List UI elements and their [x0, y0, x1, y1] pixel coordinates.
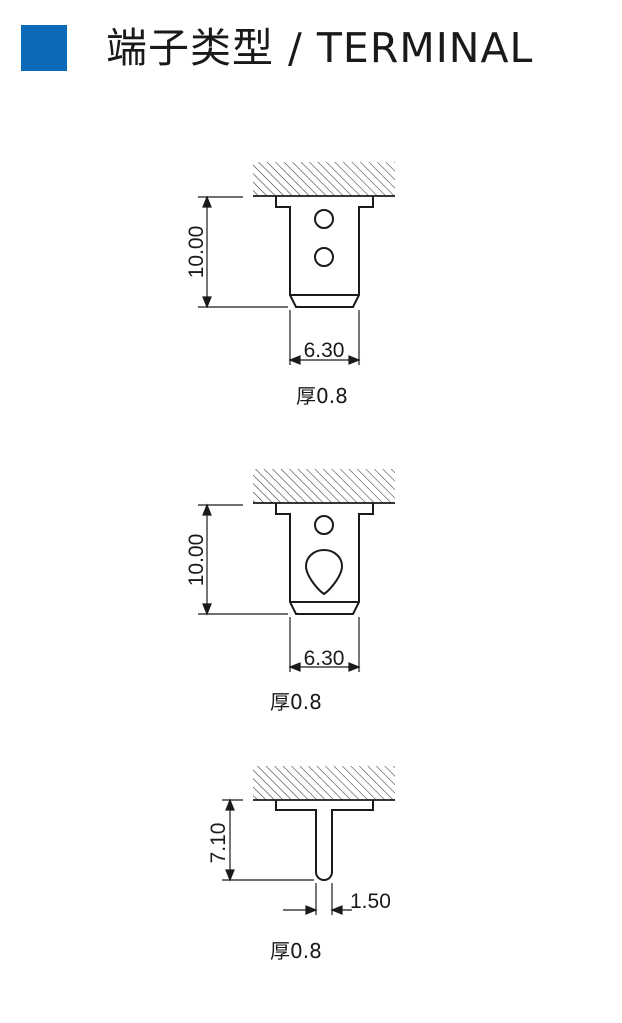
terminal-3-width-dimension: 1.50 [350, 890, 391, 913]
terminal-2-width-dimension: 6.30 [304, 647, 345, 670]
mounting-surface-hatch [253, 766, 395, 801]
terminal-1-drawing: 10.00 6.30 [185, 162, 395, 365]
terminal-1-width-dimension: 6.30 [304, 339, 345, 362]
terminal-2-body [275, 503, 374, 615]
terminal-3-thickness-label: 厚0.8 [270, 939, 322, 963]
terminal-3-body [275, 800, 374, 881]
terminal-diagram-2: 10.00 6.30 厚0.8 [0, 460, 622, 720]
terminal-2-hole-upper [314, 515, 334, 535]
terminal-2-dimension-lines [198, 503, 361, 672]
terminal-1-body [275, 196, 374, 308]
terminal-1-hole-lower [314, 247, 334, 267]
terminal-1-thickness-label: 厚0.8 [296, 384, 348, 408]
header-accent-square [21, 25, 67, 71]
terminal-3-dimension-lines [222, 798, 352, 915]
terminal-2-height-dimension: 10.00 [185, 534, 208, 587]
page-header: 端子类型 / TERMINAL [0, 0, 622, 90]
terminal-diagram-3: 7.10 1.50 厚0.8 [0, 755, 622, 970]
terminal-2-thickness-label: 厚0.8 [270, 690, 322, 714]
mounting-surface-hatch [253, 469, 395, 504]
terminal-1-dimension-lines [198, 195, 361, 365]
mounting-surface-hatch [253, 162, 395, 197]
terminal-3-drawing: 7.10 1.50 [207, 766, 395, 915]
terminal-diagram-1: 10.00 6.30 厚0.8 [0, 150, 622, 410]
terminal-1-hole-upper [314, 209, 334, 229]
terminal-3-height-dimension: 7.10 [207, 823, 230, 864]
terminal-2-drawing: 10.00 6.30 [185, 469, 395, 672]
terminal-1-height-dimension: 10.00 [185, 226, 208, 279]
terminal-2-keyhole [304, 548, 344, 596]
page-title: 端子类型 / TERMINAL [106, 24, 534, 72]
